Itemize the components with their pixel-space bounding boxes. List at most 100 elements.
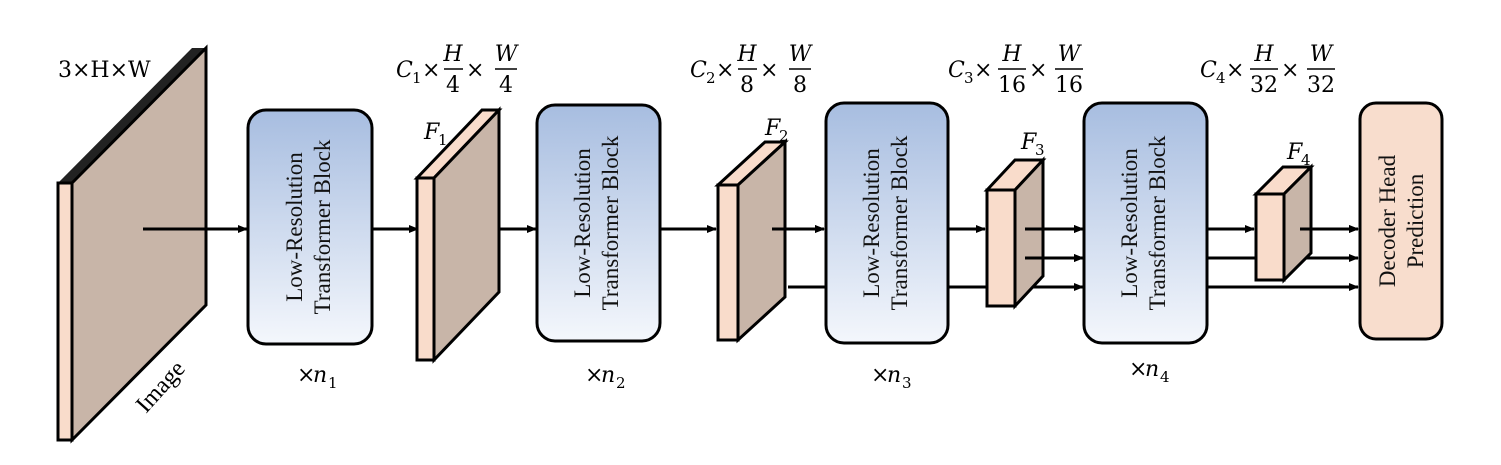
transformer-block-1: Low-Resolution Transformer Block xyxy=(246,108,374,346)
f2-front xyxy=(716,183,740,342)
f2-side xyxy=(736,138,787,344)
block3-line1: Low-Resolution xyxy=(859,148,884,298)
feature-label-f4: F 4 xyxy=(1286,140,1311,169)
w4-num: W xyxy=(1310,42,1335,67)
f1-front xyxy=(415,176,436,362)
dims-label-f3: C 3 × H 16 × W 16 xyxy=(948,42,1083,98)
dims-label-f2: C 2 × H 8 × W 8 xyxy=(690,42,814,98)
f1-side xyxy=(432,106,501,364)
w3-num: W xyxy=(1058,42,1083,67)
image-dims-label: 3×H×W xyxy=(58,58,151,83)
c3-times-b: × xyxy=(1029,58,1047,83)
repeat1-prefix: × xyxy=(297,363,315,388)
feature-map-f2 xyxy=(714,138,789,344)
overlay-connectors xyxy=(772,225,1359,289)
h1-den: 4 xyxy=(446,73,460,98)
f2-var: F xyxy=(764,116,781,141)
image-left-edge xyxy=(56,181,74,442)
decoder-head: Decoder Head Prediction xyxy=(1358,101,1444,341)
feature-map-f4 xyxy=(1252,163,1315,284)
c2-var: C xyxy=(690,58,707,83)
repeat4-prefix: × xyxy=(1129,357,1147,382)
repeat-label-4: × n 4 xyxy=(1129,357,1170,386)
repeat1-sub: 1 xyxy=(328,374,338,392)
f3-var: F xyxy=(1020,130,1037,155)
block4-box xyxy=(1082,101,1209,345)
image-top-edge xyxy=(58,48,206,183)
c2-sub: 2 xyxy=(706,69,716,87)
h4-den: 32 xyxy=(1250,73,1278,98)
feature-map-f1 xyxy=(413,106,503,364)
w2-num: W xyxy=(789,42,814,67)
c4-var: C xyxy=(1200,58,1217,83)
h2-den: 8 xyxy=(740,73,754,98)
repeat-label-1: × n 1 xyxy=(297,363,338,392)
input-image xyxy=(56,44,208,444)
c4-sub: 4 xyxy=(1216,69,1226,87)
c4-times-a: × xyxy=(1226,58,1244,83)
feature-label-f3: F 3 xyxy=(1020,130,1045,159)
f3-sub: 3 xyxy=(1035,141,1045,159)
h3-den: 16 xyxy=(998,73,1026,98)
repeat-label-2: × n 2 xyxy=(585,363,626,392)
f4-side xyxy=(1282,163,1313,284)
w2-den: 8 xyxy=(793,73,807,98)
block2-box xyxy=(535,103,662,343)
c3-var: C xyxy=(948,58,965,83)
f1-sub: 1 xyxy=(438,131,448,149)
repeat4-sub: 4 xyxy=(1160,368,1170,386)
h1-num: H xyxy=(442,42,463,67)
block2-line2: Transformer Block xyxy=(598,135,623,310)
c1-sub: 1 xyxy=(412,69,422,87)
block1-line2: Transformer Block xyxy=(310,139,335,314)
feature-label-f2: F 2 xyxy=(764,116,789,145)
f4-var: F xyxy=(1286,140,1303,165)
block1-line1: Low-Resolution xyxy=(282,152,307,302)
f2-sub: 2 xyxy=(779,127,789,145)
repeat3-prefix: × xyxy=(871,363,889,388)
c2-times-a: × xyxy=(716,58,734,83)
c1-times-b: × xyxy=(466,58,484,83)
w1-num: W xyxy=(495,42,520,67)
decoder-box xyxy=(1358,101,1444,341)
dims-label-f4: C 4 × H 32 × W 32 xyxy=(1200,42,1335,98)
c4-times-b: × xyxy=(1281,58,1299,83)
h4-num: H xyxy=(1253,42,1274,67)
c1-var: C xyxy=(396,58,413,83)
f3-side xyxy=(1013,156,1045,310)
repeat3-var: n xyxy=(887,363,901,388)
w4-den: 32 xyxy=(1307,73,1335,98)
block1-box xyxy=(246,108,374,346)
repeat2-var: n xyxy=(601,363,615,388)
feature-map-f3 xyxy=(983,156,1047,310)
transformer-block-4: Low-Resolution Transformer Block xyxy=(1082,101,1209,345)
feature-label-f1: F 1 xyxy=(423,120,448,149)
c1-times-a: × xyxy=(422,58,440,83)
w1-den: 4 xyxy=(499,73,513,98)
block4-line1: Low-Resolution xyxy=(1117,148,1142,298)
c2-times-b: × xyxy=(760,58,778,83)
repeat4-var: n xyxy=(1145,357,1159,382)
decoder-line1: Decoder Head xyxy=(1375,154,1400,287)
dims-label-f1: C 1 × H 4 × W 4 xyxy=(396,42,520,98)
image-face xyxy=(70,44,208,444)
block4-line2: Transformer Block xyxy=(1145,135,1170,310)
repeat3-sub: 3 xyxy=(902,374,912,392)
c3-sub: 3 xyxy=(964,69,974,87)
repeat-label-3: × n 3 xyxy=(871,363,912,392)
repeat2-sub: 2 xyxy=(616,374,626,392)
h3-num: H xyxy=(1001,42,1022,67)
w3-den: 16 xyxy=(1055,73,1083,98)
decoder-line2: Prediction xyxy=(1403,173,1428,268)
block3-box xyxy=(824,101,950,345)
f3-front xyxy=(985,188,1017,308)
f1-var: F xyxy=(423,120,440,145)
block3-line2: Transformer Block xyxy=(887,135,912,310)
transformer-block-2: Low-Resolution Transformer Block xyxy=(535,103,662,343)
f4-front xyxy=(1254,192,1286,282)
transformer-block-3: Low-Resolution Transformer Block xyxy=(824,101,950,345)
f4-sub: 4 xyxy=(1301,151,1311,169)
repeat2-prefix: × xyxy=(585,363,603,388)
block2-line1: Low-Resolution xyxy=(570,148,595,298)
